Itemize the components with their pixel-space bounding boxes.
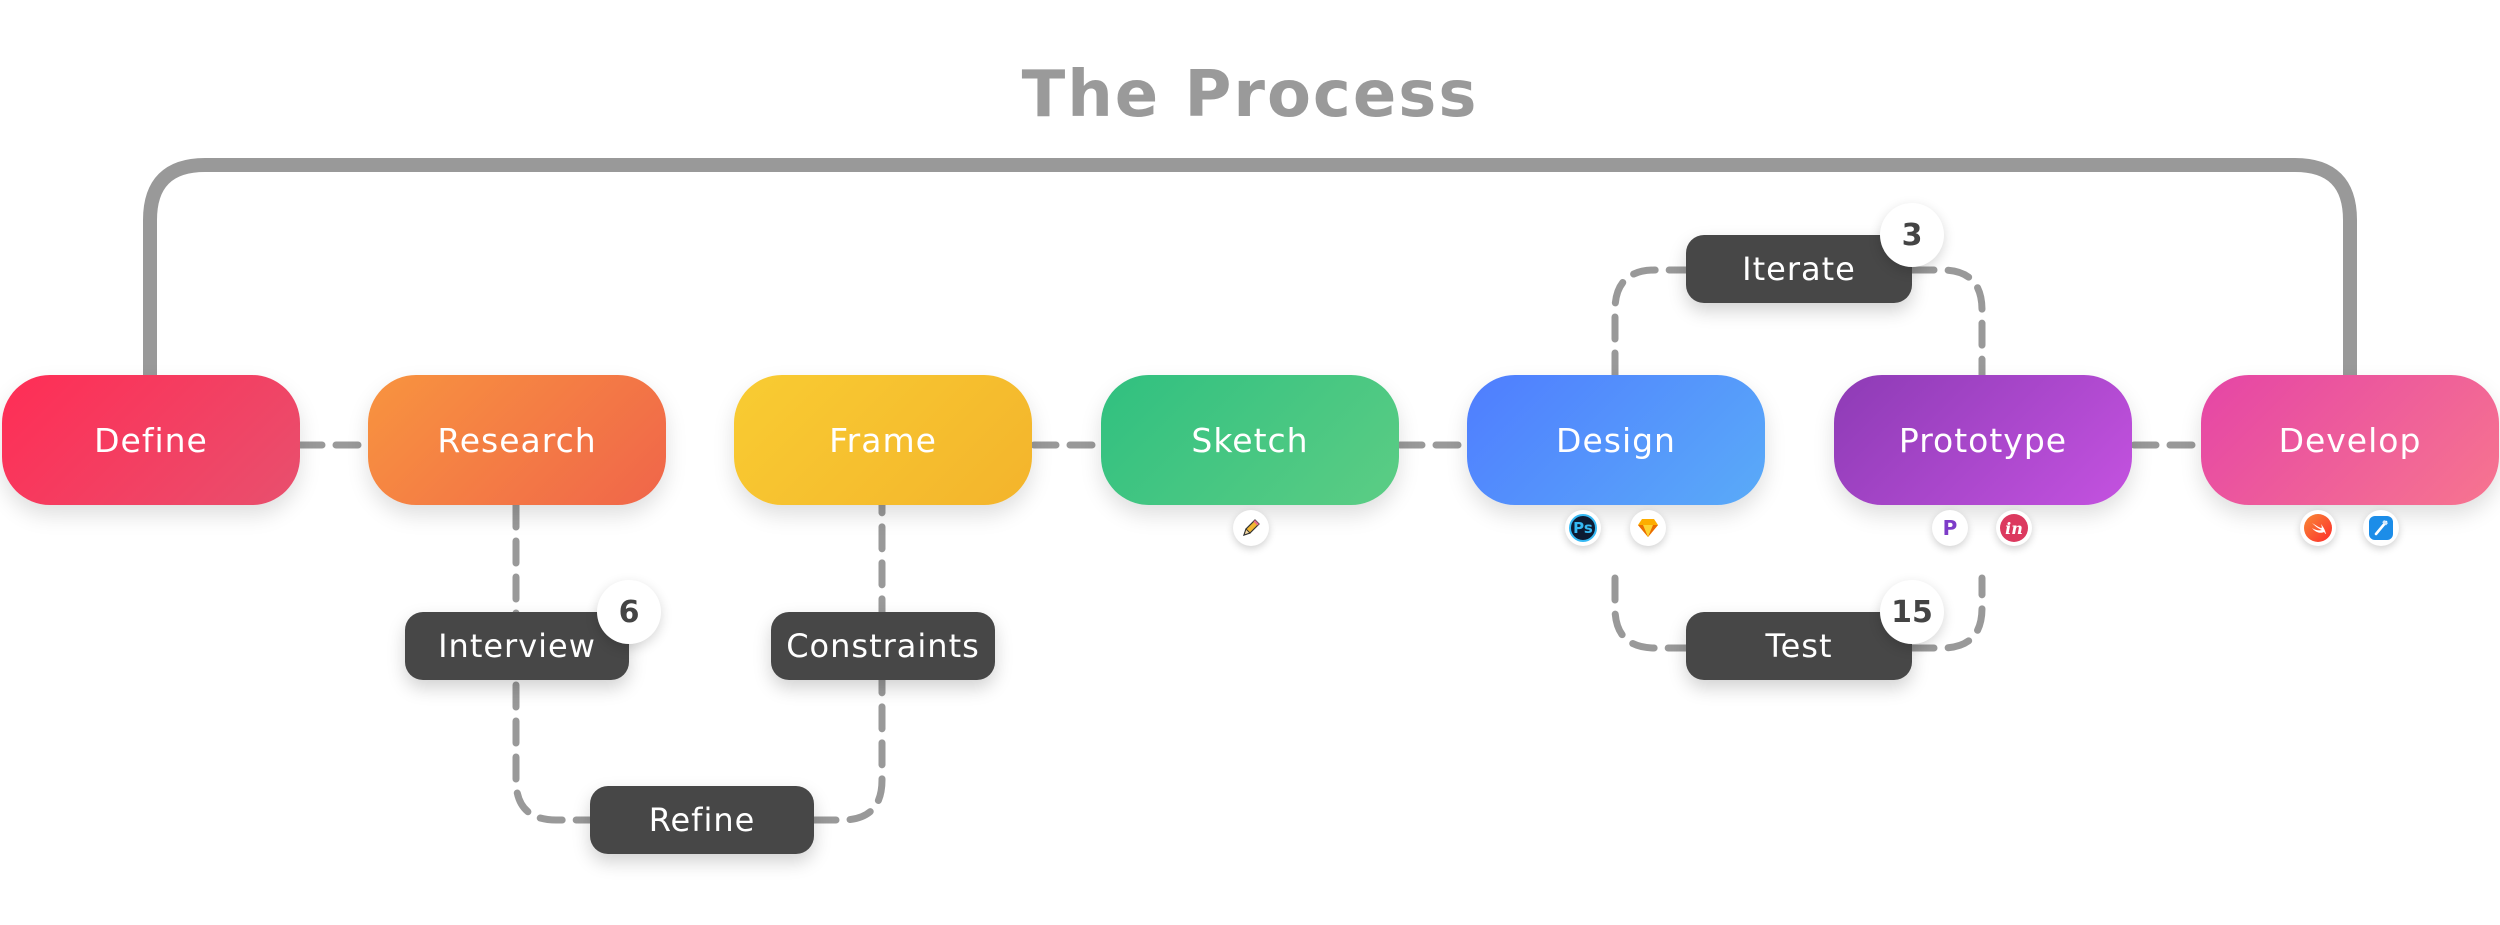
step-interview[interactable]: Interview: [405, 612, 629, 680]
step-label: Refine: [648, 801, 756, 839]
pencil-icon: [1233, 510, 1269, 546]
principle-glyph: P: [1936, 514, 1964, 542]
iterate-count-badge: 3: [1880, 203, 1944, 267]
step-label: Iterate: [1742, 250, 1856, 288]
step-constraints[interactable]: Constraints: [771, 612, 995, 680]
stage-label: Sketch: [1191, 420, 1309, 460]
link-research-refine: [512, 501, 594, 824]
stage-research[interactable]: Research: [368, 375, 666, 505]
stage-prototype[interactable]: Prototype: [1834, 375, 2132, 505]
photoshop-icon: Ps: [1565, 510, 1601, 546]
interview-count-badge: 6: [597, 580, 661, 644]
step-iterate[interactable]: Iterate: [1686, 235, 1912, 303]
link-test-prototype: [1908, 574, 1986, 652]
step-label: Interview: [438, 627, 596, 665]
stage-label: Research: [437, 420, 597, 460]
xcode-icon: [2363, 510, 2399, 546]
link-design-test: [1611, 574, 1690, 652]
step-label: Constraints: [786, 627, 980, 665]
invision-icon: in: [1996, 510, 2032, 546]
link-refine-frame: [810, 501, 886, 824]
stage-sketch[interactable]: Sketch: [1101, 375, 1399, 505]
principle-icon: P: [1932, 510, 1968, 546]
sketch-app-icon: [1630, 510, 1666, 546]
diagram-title: The Process: [1021, 58, 1479, 132]
step-refine[interactable]: Refine: [590, 786, 814, 854]
stage-define[interactable]: Define: [2, 375, 300, 505]
test-count-badge: 15: [1880, 580, 1944, 644]
photoshop-glyph: Ps: [1569, 514, 1597, 542]
loop-back-connector: [143, 158, 2357, 378]
stage-frame[interactable]: Frame: [734, 375, 1032, 505]
stage-label: Develop: [2278, 420, 2422, 460]
swift-glyph: [2304, 514, 2332, 542]
link-iterate-prototype: [1908, 266, 1986, 379]
step-label: Test: [1765, 627, 1833, 665]
stage-design[interactable]: Design: [1467, 375, 1765, 505]
xcode-glyph: [2369, 516, 2393, 540]
stage-develop[interactable]: Develop: [2201, 375, 2499, 505]
stage-label: Design: [1556, 420, 1676, 460]
step-test[interactable]: Test: [1686, 612, 1912, 680]
stage-label: Frame: [829, 420, 937, 460]
stage-label: Define: [94, 420, 208, 460]
swift-icon: [2300, 510, 2336, 546]
link-design-iterate: [1611, 266, 1690, 379]
invision-glyph: in: [2000, 514, 2028, 542]
stage-label: Prototype: [1898, 420, 2068, 460]
